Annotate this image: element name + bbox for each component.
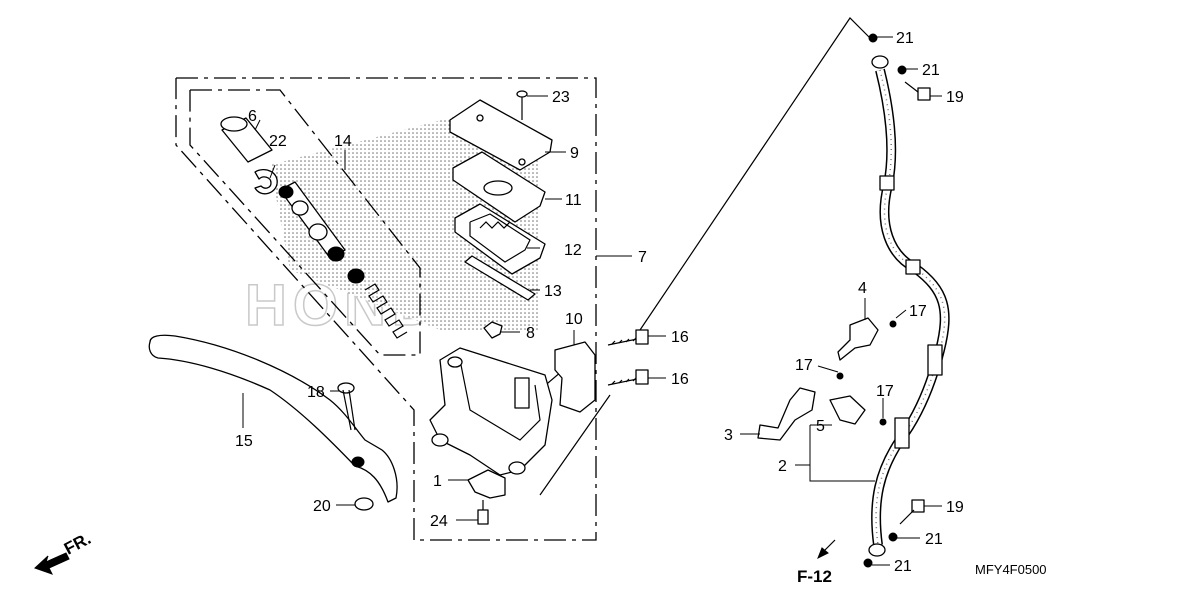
- assembly-boundary: [175, 77, 597, 541]
- callout-5: 5: [816, 418, 825, 435]
- callout-13: 13: [544, 283, 562, 300]
- callout-9: 9: [570, 145, 579, 162]
- leader-lines: [242, 36, 942, 566]
- banjo-bolt-upper: [904, 81, 931, 101]
- callout-12: 12: [564, 242, 582, 259]
- front-arrow-icon: [34, 549, 70, 575]
- stop-switch: [467, 469, 506, 499]
- callout-22: 22: [269, 133, 287, 150]
- piston-assembly: [278, 181, 365, 284]
- callout-14: 14: [334, 133, 352, 150]
- callout-15: 15: [235, 433, 253, 450]
- callout-16-lower: 16: [671, 371, 689, 388]
- callout-3: 3: [724, 427, 733, 444]
- washer-lower: [888, 532, 898, 542]
- diaphragm-plate: [452, 151, 546, 223]
- reference-arrow: [817, 539, 836, 560]
- callout-23: 23: [552, 89, 570, 106]
- callout-24: 24: [430, 513, 448, 530]
- master-cylinder-body: [429, 347, 553, 476]
- handlebar-holder: [554, 341, 596, 413]
- callout-6: 6: [248, 108, 257, 125]
- switch-clip: [483, 321, 503, 339]
- callout-18: 18: [307, 384, 325, 401]
- hose-clamp-lower: [829, 395, 866, 425]
- callout-19-lower: 19: [946, 499, 964, 516]
- washer-upper: [897, 65, 907, 75]
- callout-21-bottom: 21: [894, 558, 912, 575]
- pivot-bolt: [337, 382, 356, 431]
- gasket: [464, 255, 536, 301]
- callout-16-upper: 16: [671, 329, 689, 346]
- holder-bolt-lower: [607, 369, 649, 386]
- callout-8: 8: [526, 325, 535, 342]
- piston-kit-boundary: [189, 89, 421, 356]
- hose-clamp-upper: [837, 317, 879, 361]
- callout-21-top: 21: [896, 30, 914, 47]
- callout-4: 4: [858, 280, 867, 297]
- callout-10: 10: [565, 311, 583, 328]
- switch-screw: [477, 500, 489, 525]
- callout-19-upper: 19: [946, 89, 964, 106]
- dust-boot: [220, 116, 273, 163]
- piston-spring: [364, 283, 408, 339]
- hose-leader: [639, 17, 871, 331]
- clamp-bolt-lower: [879, 418, 887, 426]
- body-leader-lower: [539, 394, 611, 496]
- brake-lever: [148, 334, 398, 503]
- holder-bolt-upper: [607, 329, 649, 346]
- washer-bottom: [863, 558, 873, 568]
- cap-screw: [516, 90, 528, 120]
- callout-17-lower: 17: [876, 383, 894, 400]
- brake-hose: [868, 55, 950, 557]
- callout-17-middle: 17: [795, 357, 813, 374]
- callout-2: 2: [778, 458, 787, 475]
- clamp-bolt-middle: [836, 372, 844, 380]
- circlip: [254, 169, 278, 195]
- diagram-code: MFY4F0500: [975, 562, 1047, 577]
- washer-top: [868, 33, 878, 43]
- pivot-nut: [354, 497, 374, 511]
- banjo-bolt-lower: [899, 499, 925, 525]
- reference-label: F-12: [797, 567, 832, 586]
- callout-1: 1: [433, 473, 442, 490]
- callout-17-upper: 17: [909, 303, 927, 320]
- callout-20: 20: [313, 498, 331, 515]
- callout-7: 7: [638, 249, 647, 266]
- hose-bracket: [757, 387, 816, 441]
- callout-21-upper: 21: [922, 62, 940, 79]
- diaphragm: [454, 203, 546, 275]
- callout-11: 11: [565, 192, 582, 209]
- callout-labels: 6 22 14 23 9 11 12 13 7 8 10 16 16 1 24 …: [235, 30, 964, 575]
- clamp-bolt-upper: [889, 320, 897, 328]
- callout-21-lower: 21: [925, 531, 943, 548]
